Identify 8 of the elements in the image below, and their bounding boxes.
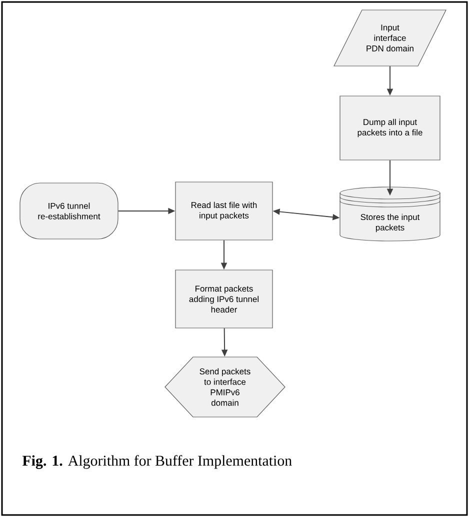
input-parallelogram: Input interface PDN domain — [334, 10, 446, 66]
process-box: Read last file with input packets — [175, 182, 273, 240]
output-hexagon: Send packets to interface PMIPv6 domain — [164, 356, 286, 418]
process-box: Dump all input packets into a file — [340, 96, 440, 160]
storage-cylinder: Stores the input packets — [340, 186, 440, 242]
terminal-rounded-box: IPv6 tunnel re-establishment — [20, 182, 118, 240]
process-box: Format packets adding IPv6 tunnel header — [175, 270, 273, 328]
figure-caption: Fig. 1. Algorithm for Buffer Implementation — [22, 455, 292, 469]
